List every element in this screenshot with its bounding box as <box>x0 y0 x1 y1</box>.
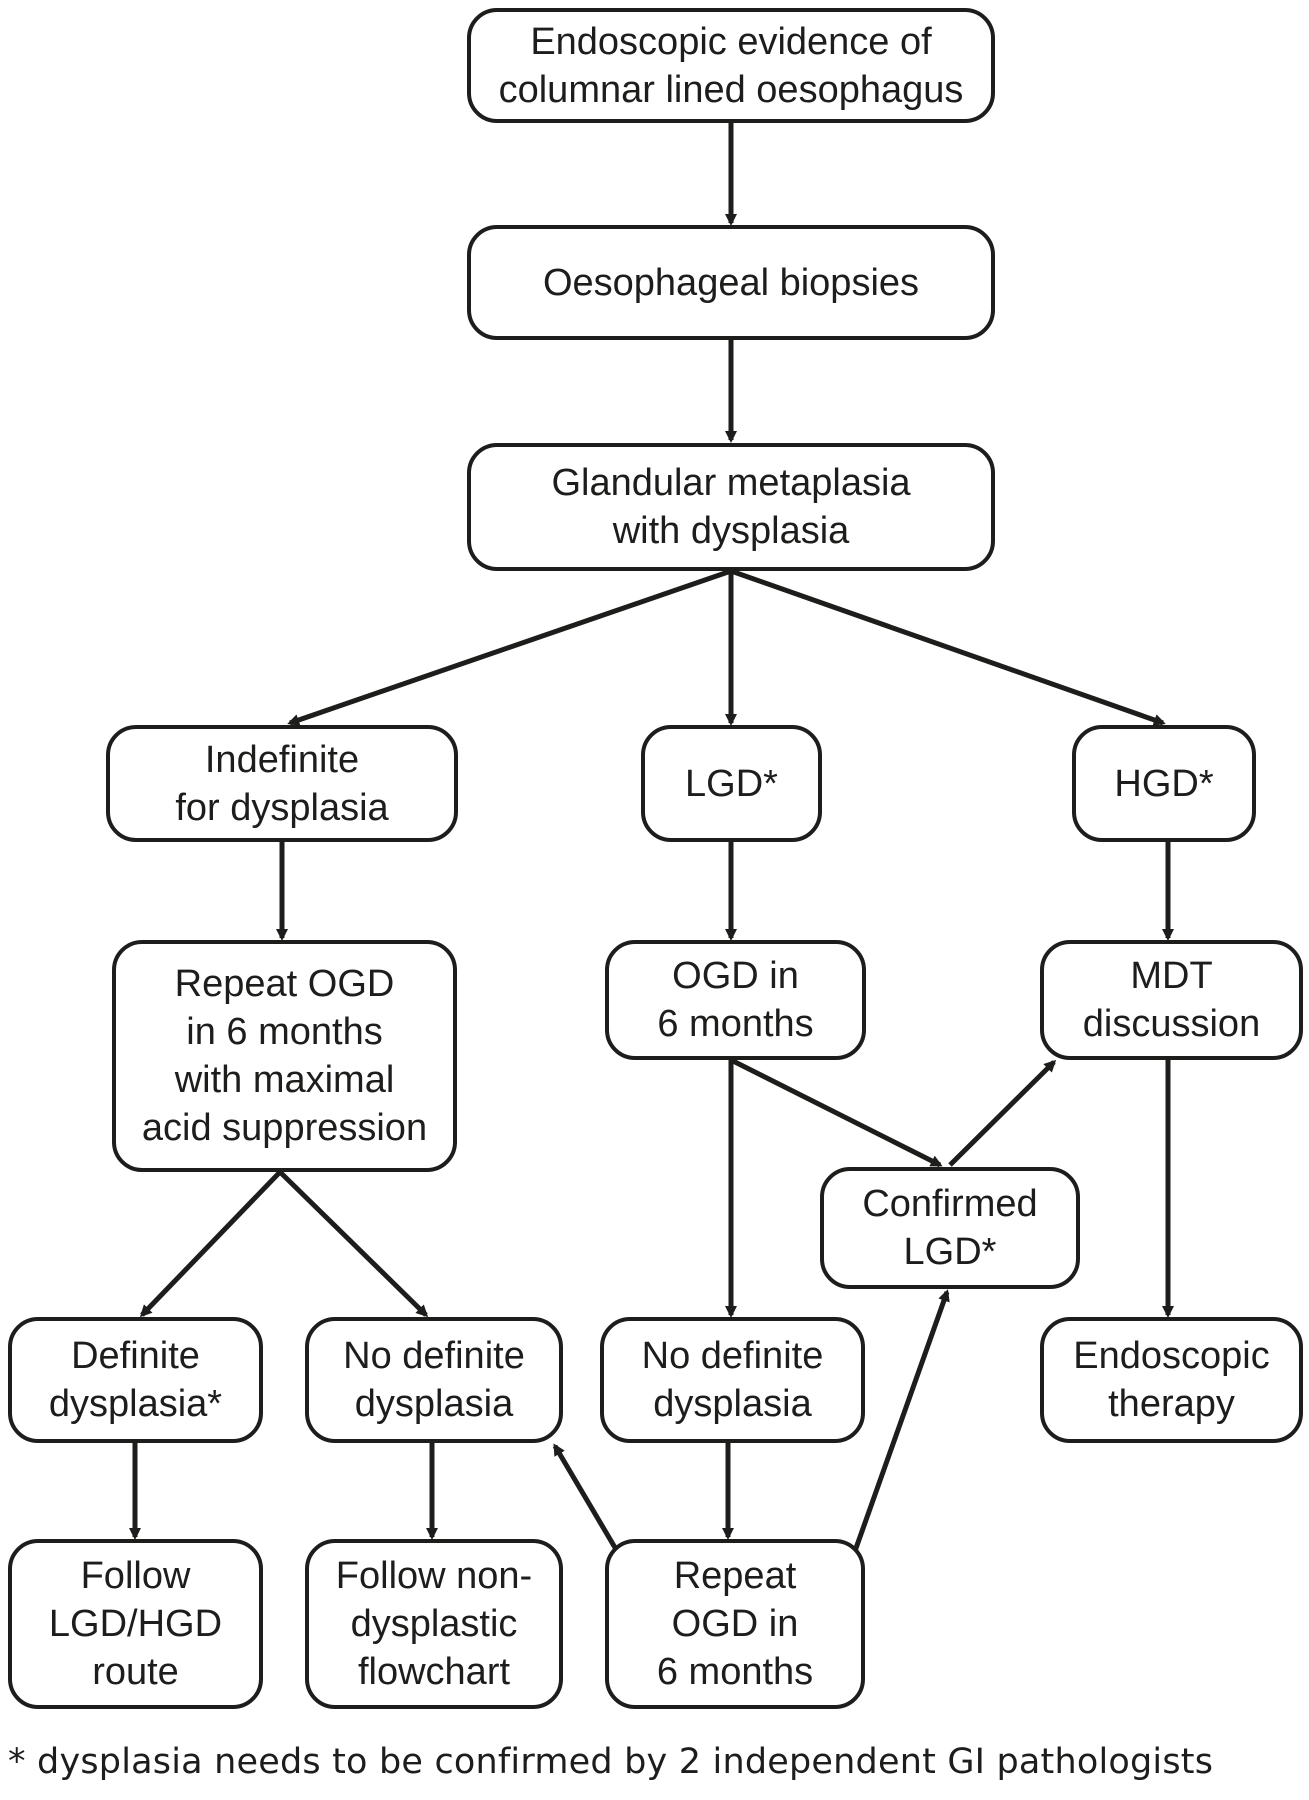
arrow-metaplasia-to-indefinite <box>287 568 732 726</box>
node-label-line: Confirmed <box>862 1183 1038 1225</box>
node-glandular-metaplasia: Glandular metaplasia with dysplasia <box>467 443 995 571</box>
node-label-line: with maximal <box>174 1059 395 1101</box>
node-lgd: LGD* <box>641 725 822 842</box>
node-definite-dysplasia: Definite dysplasia* <box>8 1317 263 1443</box>
node-label-line: LGD* <box>685 762 778 805</box>
arrow-repeat-to-no-definite-left <box>278 1170 429 1318</box>
node-label-line: in 6 months <box>186 1011 383 1053</box>
node-label-line: MDT <box>1130 955 1213 997</box>
node-label-line: LGD* <box>903 1231 997 1273</box>
node-label-line: OGD in <box>671 1603 799 1645</box>
arrow-repeat6-to-no-definite-left <box>552 1443 620 1553</box>
node-label-line: dysplastic <box>350 1603 518 1645</box>
node-label-line: Oesophageal biopsies <box>542 261 920 304</box>
node-label-line: No definite <box>343 1335 525 1377</box>
node-hgd: HGD* <box>1072 725 1256 842</box>
node-label-line: Follow <box>80 1555 191 1597</box>
arrow-repeat6-to-confirmed <box>852 1289 950 1552</box>
node-confirmed-lgd: Confirmed LGD* <box>820 1167 1080 1289</box>
node-repeat-ogd-6-months: Repeat OGD in 6 months <box>605 1539 865 1709</box>
node-follow-non-dysplastic: Follow non- dysplastic flowchart <box>305 1539 563 1709</box>
node-label-line: No definite <box>641 1335 824 1377</box>
node-label-line: 6 months <box>656 1651 814 1693</box>
node-ogd-in-6-months: OGD in 6 months <box>605 940 866 1060</box>
node-label-line: Repeat <box>673 1555 797 1597</box>
node-indefinite-for-dysplasia: Indefinite for dysplasia <box>106 725 458 842</box>
node-label-line: Follow non- <box>335 1555 533 1597</box>
node-label-line: discussion <box>1082 1003 1261 1045</box>
arrow-ogd-to-confirmed <box>729 1057 943 1168</box>
arrow-metaplasia-to-hgd <box>730 568 1166 726</box>
node-endoscopic-evidence: Endoscopic evidence of columnar lined oe… <box>467 8 995 123</box>
node-repeat-ogd-maximal-acid: Repeat OGD in 6 months with maximal acid… <box>112 940 457 1172</box>
node-label-line: flowchart <box>357 1651 511 1693</box>
node-label-line: dysplasia <box>354 1383 514 1425</box>
node-label-line: Endoscopic evidence of <box>530 20 932 63</box>
node-label-line: LGD/HGD <box>48 1603 223 1645</box>
node-label-line: 6 months <box>657 1003 814 1045</box>
node-label-line: columnar lined oesophagus <box>498 68 964 111</box>
node-label-line: Endoscopic <box>1073 1335 1270 1377</box>
node-endoscopic-therapy: Endoscopic therapy <box>1040 1317 1303 1443</box>
node-label-line: Repeat OGD <box>174 963 395 1005</box>
node-label-line: for dysplasia <box>175 786 389 829</box>
node-label-line: HGD* <box>1114 762 1214 805</box>
node-label-line: route <box>92 1651 179 1693</box>
node-label-line: with dysplasia <box>612 510 850 552</box>
node-label-line: Glandular metaplasia <box>551 462 911 504</box>
node-label-line: therapy <box>1108 1383 1235 1425</box>
node-no-definite-dysplasia-center: No definite dysplasia <box>600 1317 865 1443</box>
node-label-line: dysplasia <box>653 1383 812 1425</box>
footnote: * dysplasia needs to be confirmed by 2 i… <box>8 1742 1214 1782</box>
arrow-repeat-to-definite <box>139 1170 282 1318</box>
node-label-line: Indefinite <box>204 738 360 781</box>
node-label-line: acid suppression <box>141 1107 428 1149</box>
node-no-definite-dysplasia-left: No definite dysplasia <box>305 1317 563 1443</box>
node-label-line: Definite <box>71 1335 200 1377</box>
node-label-line: OGD in <box>672 955 799 997</box>
node-follow-lgd-hgd-route: Follow LGD/HGD route <box>8 1539 263 1709</box>
node-label-line: dysplasia* <box>48 1383 223 1425</box>
node-oesophageal-biopsies: Oesophageal biopsies <box>467 225 995 340</box>
arrow-confirmed-to-mdt <box>948 1059 1057 1167</box>
node-mdt-discussion: MDT discussion <box>1040 940 1303 1060</box>
